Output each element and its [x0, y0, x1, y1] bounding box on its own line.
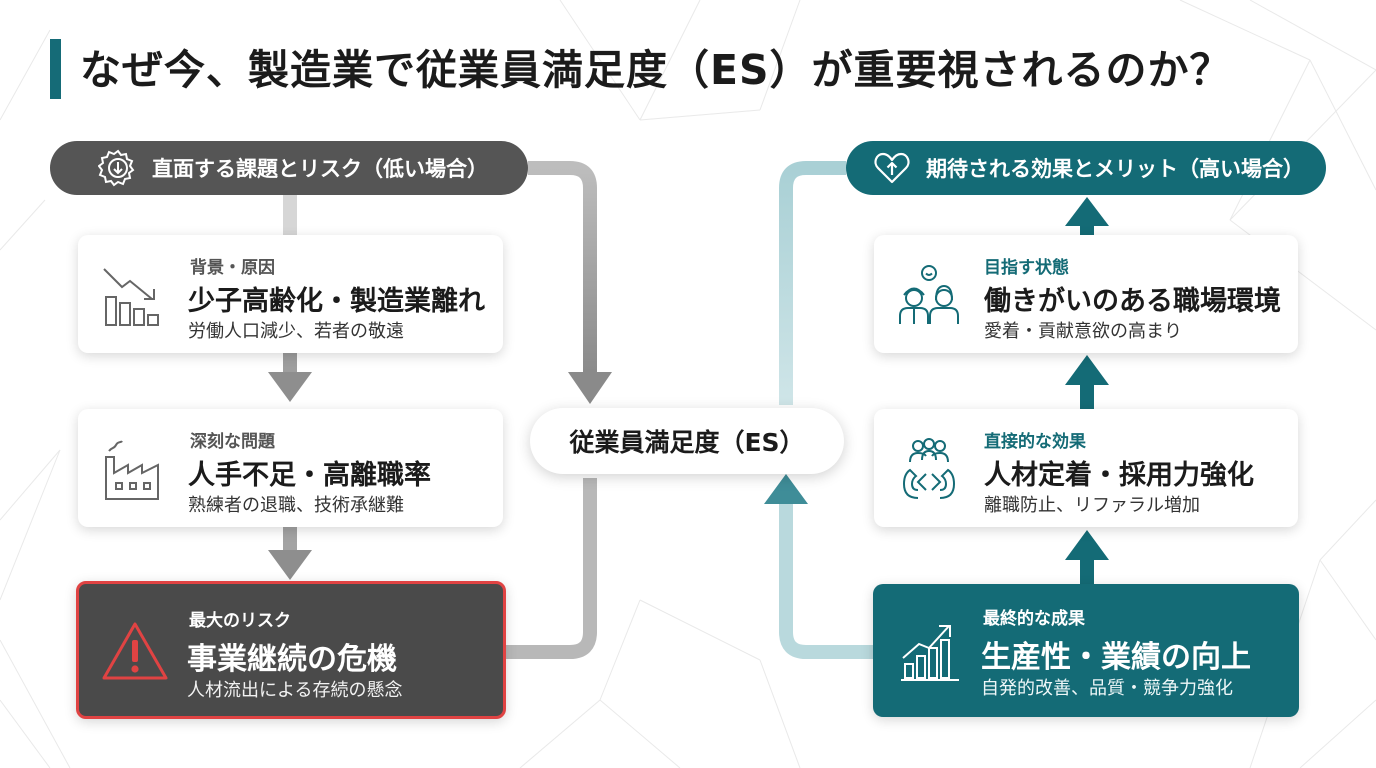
- goal-label: 目指す状態: [984, 258, 1069, 278]
- effect-card: 直接的な効果 人材定着・採用力強化 離職防止、リファラル増加: [874, 409, 1298, 527]
- effect-detail: 離職防止、リファラル増加: [984, 495, 1200, 516]
- effect-label: 直接的な効果: [984, 432, 1086, 452]
- problem-heading: 人手不足・高離職率: [188, 460, 431, 491]
- cause-heading: 少子高齢化・製造業離れ: [188, 286, 485, 317]
- right-arrow-1-head: [1065, 197, 1109, 226]
- problem-detail: 熟練者の退職、技術承継難: [188, 495, 404, 516]
- gear-down-arrow-icon: [98, 149, 135, 187]
- risk-detail: 人材流出による存続の懸念: [187, 680, 403, 701]
- growth-chart-icon: [901, 625, 959, 681]
- warning-triangle-icon: [102, 622, 168, 680]
- result-label: 最終的な成果: [983, 609, 1085, 629]
- problem-card: 深刻な問題 人手不足・高離職率 熟練者の退職、技術承継難: [78, 409, 503, 527]
- left-arrow-1-head: [268, 372, 312, 402]
- risk-label: 最大のリスク: [189, 611, 291, 631]
- left-header-pill: 直面する課題とリスク（低い場合）: [50, 141, 528, 195]
- result-card: 最終的な成果 生産性・業績の向上 自発的改善、品質・競争力強化: [873, 584, 1299, 717]
- left-outer-loop-arrowhead: [568, 372, 612, 404]
- right-outer-loop-top: [779, 161, 846, 405]
- es-center-pill: 従業員満足度（ES）: [530, 408, 844, 474]
- right-arrow-3-head: [1065, 530, 1109, 560]
- team-magnet-icon: [902, 438, 956, 499]
- left-outer-loop-top: [528, 161, 597, 372]
- right-outer-loop-arrowhead: [764, 474, 808, 504]
- left-outer-loop-bottom: [506, 478, 597, 659]
- goal-detail: 愛着・貢献意欲の高まり: [984, 321, 1182, 342]
- risk-card: 最大のリスク 事業継続の危機 人材流出による存続の懸念: [76, 581, 506, 719]
- risk-heading: 事業継続の危機: [187, 642, 397, 677]
- goal-card: 目指す状態 働きがいのある職場環境 愛着・貢献意欲の高まり: [874, 235, 1298, 353]
- page-title: なぜ今、製造業で従業員満足度（ES）が重要視されるのか？: [80, 46, 1232, 94]
- cause-detail: 労働人口減少、若者の敬遠: [188, 321, 404, 342]
- left-arrow-2-head: [268, 550, 312, 580]
- result-heading: 生産性・業績の向上: [981, 640, 1251, 675]
- left-header-label: 直面する課題とリスク（低い場合）: [152, 157, 488, 181]
- problem-label: 深刻な問題: [190, 432, 275, 452]
- title-accent-bar: [50, 39, 61, 99]
- right-outer-loop-bottom: [779, 500, 873, 659]
- effect-heading: 人材定着・採用力強化: [984, 460, 1254, 491]
- cause-card: 背景・原因 少子高齢化・製造業離れ 労働人口減少、若者の敬遠: [78, 235, 503, 353]
- goal-heading: 働きがいのある職場環境: [984, 286, 1281, 317]
- heart-up-arrow-icon: [874, 152, 910, 184]
- factory-icon: [105, 440, 159, 500]
- right-header-pill: 期待される効果とメリット（高い場合）: [846, 141, 1326, 195]
- happy-workers-icon: [899, 265, 959, 324]
- right-header-label: 期待される効果とメリット（高い場合）: [926, 157, 1304, 181]
- cause-label: 背景・原因: [190, 258, 275, 278]
- right-arrow-2-head: [1065, 355, 1109, 385]
- result-detail: 自発的改善、品質・競争力強化: [981, 678, 1233, 699]
- declining-bar-chart-icon: [103, 268, 159, 326]
